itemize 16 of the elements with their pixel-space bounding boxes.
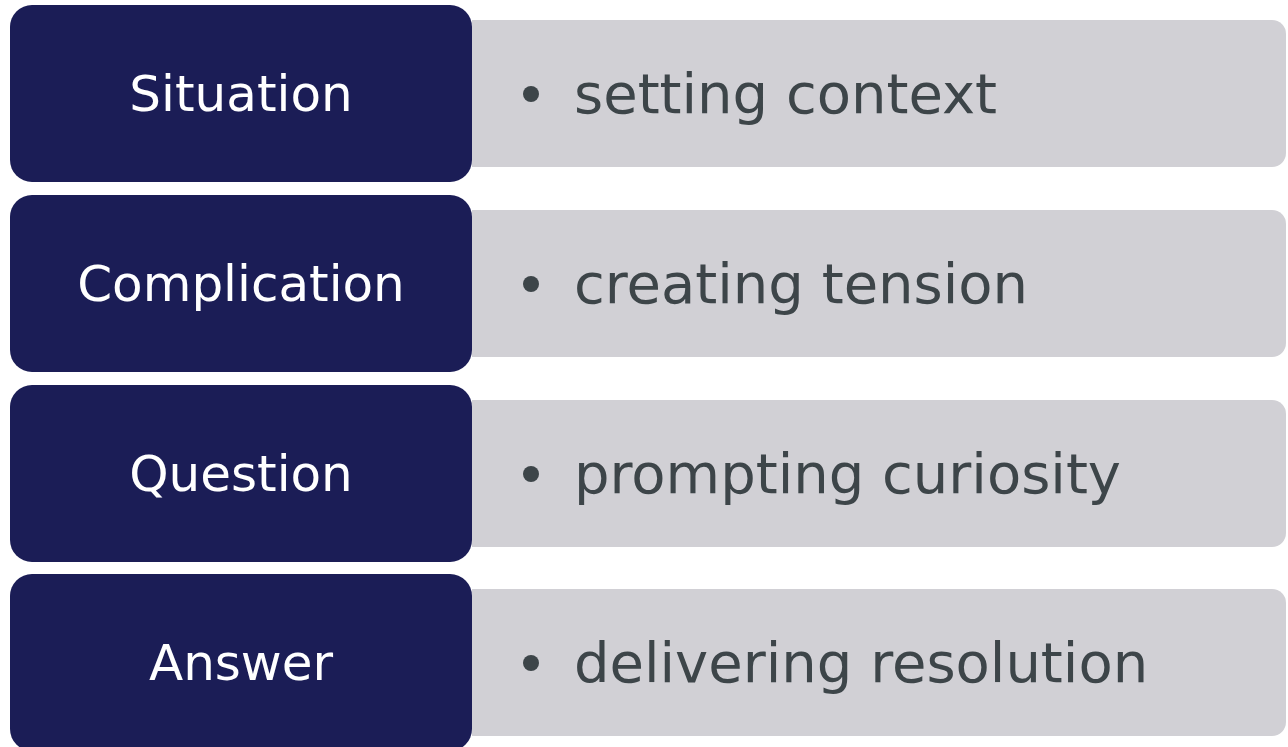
section-title: Situation (129, 64, 353, 123)
section-title: Question (129, 444, 353, 503)
description-text: delivering resolution (574, 630, 1149, 695)
description-box (472, 400, 1286, 547)
description-text: prompting curiosity (574, 441, 1121, 506)
section-title: Complication (77, 254, 405, 313)
description-text: setting context (574, 61, 997, 126)
description-box (472, 20, 1286, 167)
description-box (472, 589, 1286, 736)
section-box (10, 385, 472, 562)
section-box (10, 195, 472, 372)
description-text: creating tension (574, 251, 1029, 316)
section-title: Answer (148, 633, 334, 692)
description-box (472, 210, 1286, 357)
section-box (10, 574, 472, 747)
section-box (10, 5, 472, 182)
